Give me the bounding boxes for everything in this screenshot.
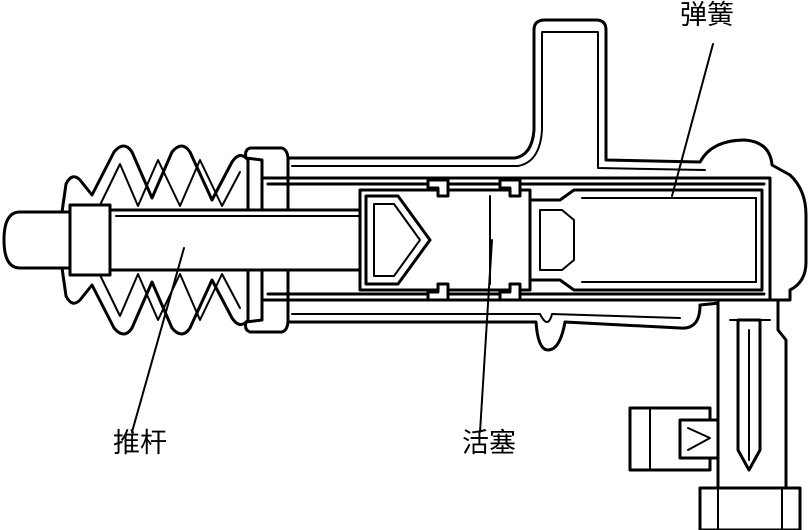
- piston: [358, 178, 532, 302]
- label-piston: 活塞: [462, 428, 516, 459]
- leader-lines: [131, 43, 714, 433]
- label-spring: 弹簧: [680, 0, 734, 31]
- leader-push-rod: [131, 247, 185, 433]
- leader-spring: [671, 43, 714, 197]
- spring-seat: [528, 188, 764, 292]
- bleeder-assembly: [628, 298, 802, 530]
- label-push-rod: 推杆: [113, 428, 167, 459]
- leader-piston: [479, 239, 493, 433]
